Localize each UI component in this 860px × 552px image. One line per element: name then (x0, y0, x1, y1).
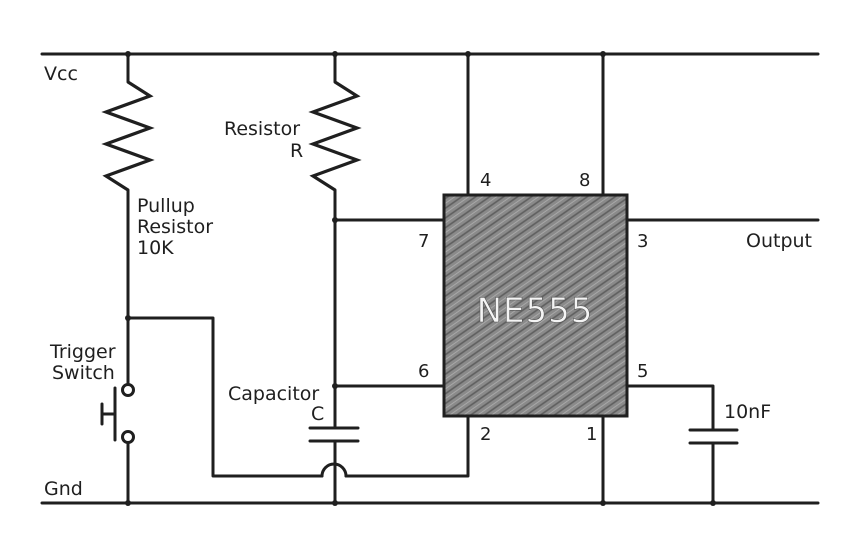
chip-label: NE555 (477, 291, 594, 331)
cap-10nf-label: 10nF (724, 401, 771, 423)
junction-gnd-c (332, 500, 338, 506)
pin-label-7: 7 (418, 231, 429, 252)
junction-gnd-pin1 (600, 500, 606, 506)
pin-label-5: 5 (637, 361, 648, 382)
switch-contact-bottom (121, 430, 135, 444)
pullup-label-line1: Pullup (137, 195, 195, 217)
junction-vcc-pin8 (600, 51, 606, 57)
junction-vcc-r (332, 51, 338, 57)
output-label: Output (746, 230, 812, 252)
junction-gnd-switch (125, 500, 131, 506)
pin5-wire (625, 384, 715, 432)
pin-label-6: 6 (418, 361, 429, 382)
capacitor-label-line1: Capacitor (228, 383, 319, 405)
resistor-r-label-line2: R (290, 140, 303, 162)
pin-label-8: 8 (579, 170, 590, 191)
junction-gnd-10nf (710, 500, 716, 506)
junction-pin7 (332, 217, 338, 223)
switch-contact-top (121, 383, 135, 397)
pin-label-3: 3 (637, 231, 648, 252)
capacitor-label-line2: C (311, 403, 324, 425)
pin-label-4: 4 (480, 170, 491, 191)
junction-trigger (125, 315, 131, 321)
pullup-resistor (101, 80, 155, 192)
ne555-chip (442, 193, 629, 418)
vcc-label: Vcc (44, 63, 78, 85)
gnd-label: Gnd (44, 478, 83, 500)
trigger-label-line1: Trigger (49, 341, 116, 363)
junction-vcc-pin4 (465, 51, 471, 57)
resistor-r-label-line1: Resistor (224, 118, 300, 140)
resistor-r (308, 80, 362, 192)
trigger-label-line2: Switch (52, 362, 115, 384)
pin-label-1: 1 (586, 424, 597, 445)
junction-pin6 (332, 383, 338, 389)
pullup-label-line2: Resistor (137, 216, 213, 238)
pullup-label-line3: 10K (137, 237, 174, 259)
junction-vcc-pullup (125, 51, 131, 57)
trigger-wire (126, 316, 324, 478)
pin2-wire (344, 414, 470, 478)
pin-label-2: 2 (480, 424, 491, 445)
